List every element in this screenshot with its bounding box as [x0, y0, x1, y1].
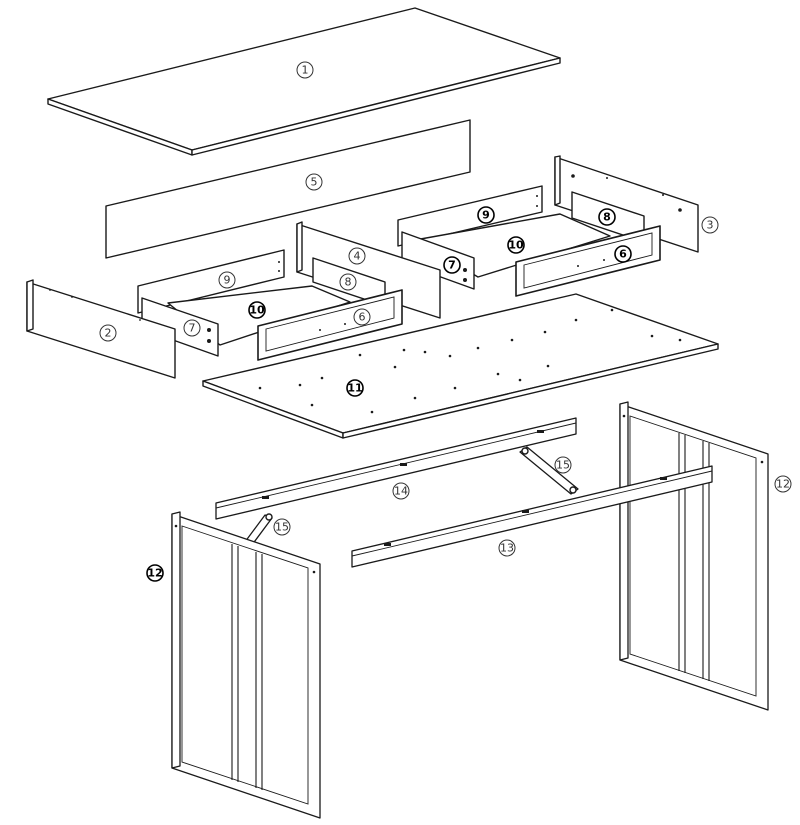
callout-part-7-left: 7 — [183, 319, 201, 337]
callout-part-9-right: 9 — [477, 206, 495, 224]
callout-label: 7 — [448, 259, 456, 272]
callout-part-8-right: 8 — [598, 208, 616, 226]
callout-part-13: 13 — [498, 539, 516, 557]
callout-part-10-right: 10 — [507, 236, 525, 254]
part-14-rear-crossbar — [215, 417, 577, 520]
callout-label: 14 — [394, 485, 408, 498]
callout-label: 9 — [224, 274, 231, 287]
callout-label: 12 — [147, 567, 162, 580]
callout-label: 8 — [603, 211, 611, 224]
callout-label: 5 — [311, 176, 318, 189]
part-12-left-leg-frame — [171, 511, 321, 819]
part-6-left-drawer-front — [257, 289, 403, 361]
callout-label: 12 — [776, 478, 790, 491]
callout-label: 15 — [275, 521, 289, 534]
callout-label: 9 — [482, 209, 490, 222]
part-15-right-brace — [519, 446, 579, 495]
callout-part-3: 3 — [701, 216, 719, 234]
callout-part-14: 14 — [392, 482, 410, 500]
callout-label: 2 — [105, 327, 112, 340]
part-9-left-drawer-back — [137, 249, 285, 314]
callout-part-4: 4 — [348, 247, 366, 265]
callout-label: 7 — [189, 322, 196, 335]
callout-part-2: 2 — [99, 324, 117, 342]
callout-label: 10 — [508, 239, 524, 252]
callout-label: 8 — [345, 276, 352, 289]
callout-part-12-right: 12 — [774, 475, 792, 493]
callout-label: 3 — [707, 219, 714, 232]
callout-label: 10 — [249, 304, 265, 317]
part-11-bottom-shelf — [202, 293, 719, 439]
part-5-back-panel — [105, 119, 471, 259]
callout-part-9-left: 9 — [218, 271, 236, 289]
part-3-right-side-panel — [554, 155, 699, 253]
callout-part-15-left: 15 — [273, 518, 291, 536]
part-7-right-drawer-front-inner — [401, 231, 475, 290]
shelf-holes — [258, 308, 682, 414]
callout-label: 4 — [354, 250, 361, 263]
callout-label: 6 — [359, 311, 366, 324]
part-9-right-drawer-back — [397, 185, 543, 247]
callout-part-1: 1 — [296, 61, 314, 79]
callout-part-12-left: 12 — [146, 564, 164, 582]
part-6-right-drawer-front — [515, 225, 661, 297]
callout-part-11: 11 — [346, 379, 364, 397]
callout-part-6-left: 6 — [353, 308, 371, 326]
callout-part-6-right: 6 — [614, 245, 632, 263]
callout-part-5: 5 — [305, 173, 323, 191]
part-1-desktop-top — [47, 7, 561, 156]
callout-label: 6 — [619, 248, 627, 261]
callout-label: 11 — [347, 382, 362, 395]
callout-part-10-left: 10 — [248, 301, 266, 319]
callout-label: 1 — [302, 64, 309, 77]
part-4-middle-divider — [296, 221, 441, 319]
callout-label: 15 — [556, 459, 570, 472]
part-13-front-crossbar — [351, 465, 713, 568]
callout-labels: 1 5 3 9 8 10 7 6 — [99, 61, 792, 582]
callout-part-7-right: 7 — [443, 256, 461, 274]
part-12-right-leg-frame — [619, 401, 769, 711]
callout-part-8-left: 8 — [339, 273, 357, 291]
callout-label: 13 — [500, 542, 514, 555]
callout-part-15-right: 15 — [554, 456, 572, 474]
